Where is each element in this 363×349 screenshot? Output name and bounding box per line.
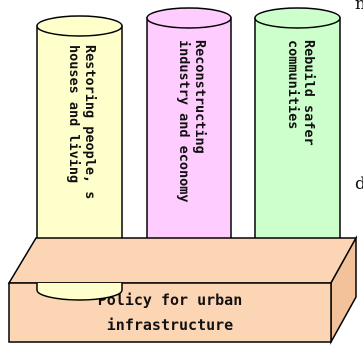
pillar-label-line-1: Restoring people, s: [82, 45, 98, 199]
foundation-block: Policy for urban infrastructure: [7, 235, 358, 345]
pillar-label-line-2: communities: [285, 40, 301, 129]
pillar-top: [146, 7, 232, 29]
foundation-label-line-1: Policy for urban: [98, 291, 243, 309]
foundation-top-face: [7, 237, 358, 284]
pillar-label-line-1: Rebuild safer: [301, 40, 317, 146]
pillar-restoring-foot: [36, 283, 123, 301]
pillar-label-line-2: houses and living: [66, 45, 82, 183]
pillar-top: [254, 7, 341, 29]
pillar-top: [36, 15, 123, 37]
pillar-communities: Rebuild safer communities: [254, 7, 341, 267]
pillar-label-line-2: industry and economy: [176, 40, 192, 203]
cropped-text-fragment-top: n: [355, 0, 363, 14]
pillar-label-line-1: Reconstructing: [192, 40, 208, 154]
foundation-label-line-2: infrastructure: [107, 316, 233, 334]
cropped-text-fragment-middle: d: [355, 174, 363, 194]
